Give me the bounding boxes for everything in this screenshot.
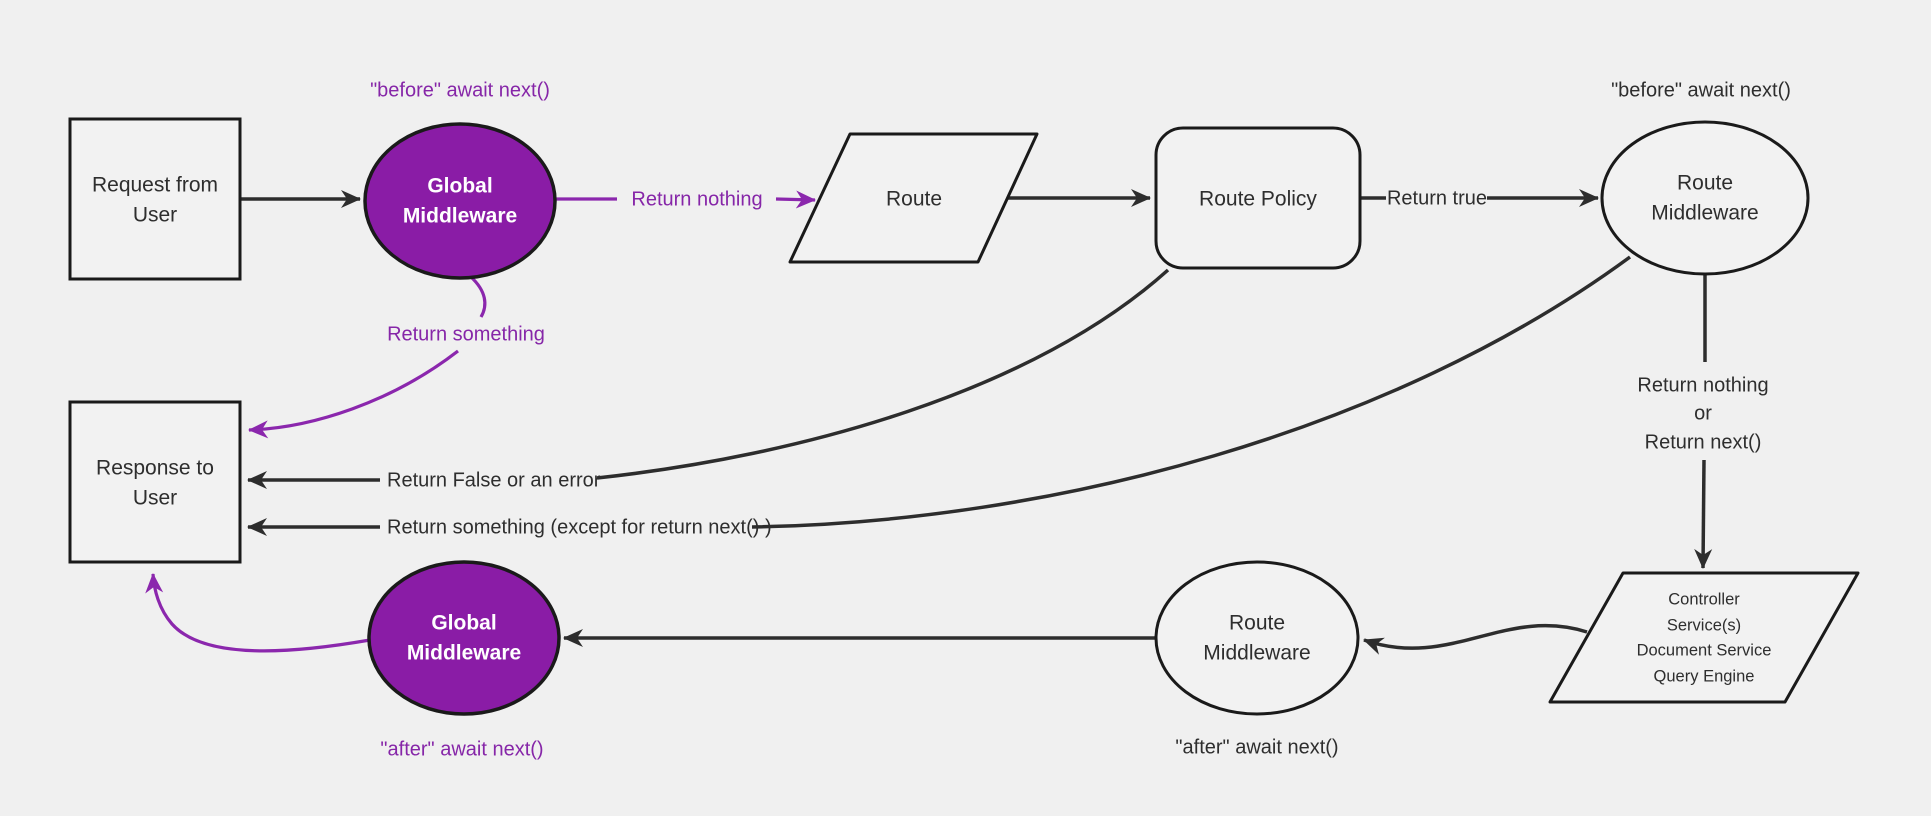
controller-services-label-line1: Controller bbox=[1668, 590, 1740, 608]
request-from-user-label-line2: User bbox=[133, 204, 177, 227]
global-middleware-top-label-line2: Middleware bbox=[403, 205, 517, 228]
route-middleware-bottom-label-line1: Route bbox=[1229, 612, 1285, 635]
label-return-true: Return true bbox=[1387, 187, 1487, 209]
node-route-policy: Route Policy bbox=[1154, 126, 1362, 270]
route-middleware-bottom-label-line2: Middleware bbox=[1203, 642, 1310, 665]
request-from-user-label-line1: Request from bbox=[92, 174, 218, 197]
node-response-to-user: Response to User bbox=[68, 400, 242, 564]
edge-return-something-label-to-response bbox=[248, 349, 459, 439]
response-to-user-label-line1: Response to bbox=[96, 457, 214, 480]
label-return-nothing-or-next: Return nothing or Return next() bbox=[1637, 374, 1768, 453]
label-after-await-next-route: "after" await next() bbox=[1175, 736, 1338, 758]
label-before-await-next-global: "before" await next() bbox=[370, 79, 550, 101]
label-return-false-or-error: Return False or an error bbox=[387, 469, 601, 491]
route-policy-label: Route Policy bbox=[1199, 188, 1317, 211]
route-middleware-top-ellipse bbox=[1600, 120, 1810, 276]
route-parallelogram bbox=[788, 132, 1039, 264]
response-to-user-label-line2: User bbox=[133, 487, 177, 510]
edge-global-middleware-bottom-to-response bbox=[145, 573, 371, 653]
edge-route-middleware-to-return-something-except-label bbox=[751, 255, 1632, 529]
edge-global-top-to-return-something-label bbox=[469, 275, 487, 318]
label-return-something: Return something bbox=[387, 323, 545, 345]
global-middleware-top-label-line1: Global bbox=[427, 175, 492, 198]
edge-controller-to-route-middleware-bottom bbox=[1363, 623, 1588, 655]
node-global-middleware-bottom: Global Middleware bbox=[367, 560, 561, 716]
route-middleware-top-label-line2: Middleware bbox=[1651, 202, 1758, 225]
route-label: Route bbox=[886, 188, 942, 211]
node-controller-services: Controller Service(s) Document Service Q… bbox=[1548, 571, 1860, 704]
label-before-await-next-route: "before" await next() bbox=[1611, 79, 1791, 101]
label-return-something-except: Return something (except for return next… bbox=[387, 516, 772, 538]
node-global-middleware-top: Global Middleware bbox=[363, 122, 557, 280]
global-middleware-bottom-ellipse bbox=[367, 560, 561, 716]
label-return-nothing-or-next-line1: Return nothing bbox=[1637, 374, 1768, 396]
request-from-user-box bbox=[68, 117, 242, 281]
edge-global-to-route-stub-right bbox=[775, 190, 816, 209]
controller-services-label-line4: Query Engine bbox=[1654, 667, 1755, 685]
label-return-nothing-global: Return nothing bbox=[631, 188, 762, 210]
response-to-user-box bbox=[68, 400, 242, 564]
global-middleware-bottom-label-line2: Middleware bbox=[407, 642, 521, 665]
controller-services-label-line2: Service(s) bbox=[1667, 616, 1741, 634]
route-middleware-top-label-line1: Route bbox=[1677, 172, 1733, 195]
controller-services-label-line3: Document Service bbox=[1637, 641, 1772, 659]
node-request-from-user: Request from User bbox=[68, 117, 242, 281]
label-return-nothing-or-next-line3: Return next() bbox=[1645, 431, 1762, 453]
node-route: Route bbox=[788, 132, 1039, 264]
node-route-middleware-bottom: Route Middleware bbox=[1154, 560, 1360, 716]
global-middleware-bottom-label-line1: Global bbox=[431, 612, 496, 635]
edge-route-middleware-down-stub-bottom bbox=[1694, 459, 1713, 569]
controller-services-parallelogram bbox=[1548, 571, 1860, 704]
global-middleware-top-ellipse bbox=[363, 122, 557, 280]
route-policy-box bbox=[1154, 126, 1362, 270]
label-return-nothing-or-next-line2: or bbox=[1694, 402, 1712, 424]
label-after-await-next-global: "after" await next() bbox=[380, 738, 543, 760]
node-route-middleware-top: Route Middleware bbox=[1600, 120, 1810, 276]
edge-route-policy-to-return-false-label bbox=[596, 268, 1170, 480]
route-middleware-bottom-ellipse bbox=[1154, 560, 1360, 716]
